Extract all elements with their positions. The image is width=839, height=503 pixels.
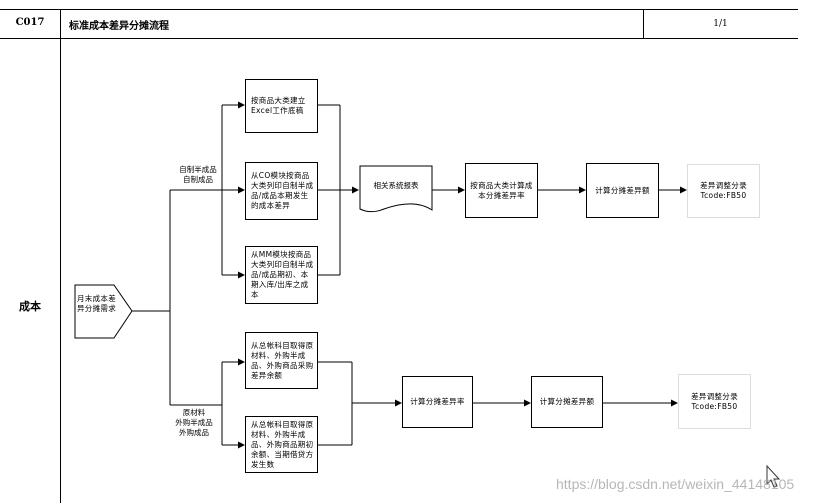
top-calc-variance-amount: 计算分摊差异额 (586, 163, 659, 218)
start-shape (74, 284, 133, 339)
bottom-calc-variance-rate: 计算分摊差异率 (402, 376, 473, 428)
watermark: https://blog.csdn.net/weixin_44148105 (556, 476, 795, 492)
bottom-step-period-balance: 从总帐科目取得原材料、外购半成品、外购商品期初余额、当期借贷方发生数 (245, 416, 318, 473)
top-step-excel-worksheet: 按商品大类建立Excel工作底稿 (245, 79, 318, 133)
header-divider-1 (60, 9, 61, 39)
bottom-calc-variance-amount: 计算分摊差异额 (531, 376, 603, 428)
header-divider-2 (643, 9, 644, 39)
bottom-step-purchase-variance: 从总帐科目取得原材料、外购半成品、外购商品采购差异余额 (245, 332, 318, 389)
top-step-mm-cost: 从MM模块按商品大类列印自制半成品/成品期初、本期入库/出库之成本 (245, 246, 318, 304)
report-label: 相关系统报表 (373, 181, 419, 190)
page-number: 1/1 (713, 19, 728, 29)
top-calc-variance-rate: 按商品大类计算成本分摊差异率 (465, 163, 538, 218)
process-title: 标准成本差异分摊流程 (69, 21, 169, 32)
top-step-co-variance: 从CO模块按商品大类列印自制半成品/成品本期发生的成本差异 (245, 162, 318, 220)
branch-label-bottom: 原材料 外购半成品 外购成品 (175, 408, 213, 437)
swimlane-label: 成本 (19, 300, 41, 313)
top-adjust-entry: 差异调整分录 Tcode:FB50 (687, 164, 760, 218)
bottom-adjust-entry: 差异调整分录 Tcode:FB50 (678, 374, 751, 429)
process-code: C017 (15, 17, 45, 28)
mouse-cursor (766, 464, 781, 488)
branch-label-top: 自制半成品 自制成品 (179, 165, 217, 184)
swimlane-divider (60, 39, 61, 503)
report-document-shape (359, 165, 433, 213)
header-row (0, 9, 798, 39)
start-label: 月末成本差异分摊需求 (77, 294, 116, 313)
